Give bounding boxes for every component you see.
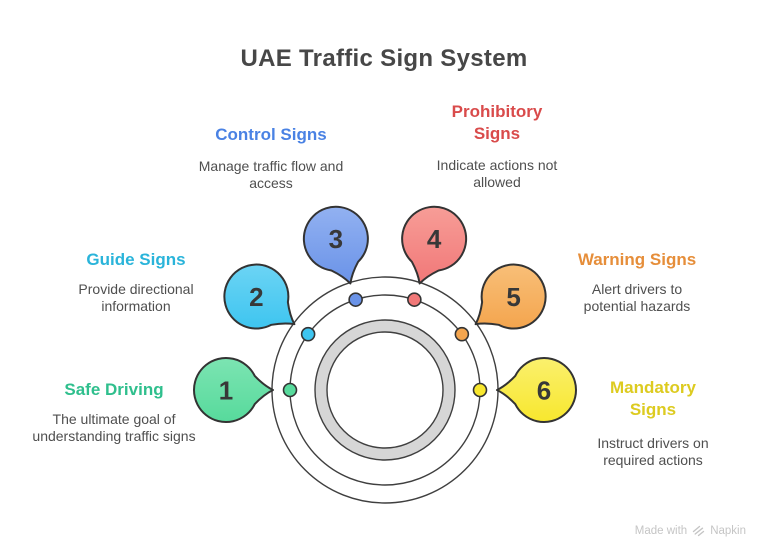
orbit-dot-4 (407, 292, 422, 307)
ring-gray-outline-inner (326, 331, 444, 449)
label-guide-signs: Guide Signs (86, 250, 186, 269)
text-block-safe-driving: Safe Driving The ultimate goal of unders… (14, 379, 214, 445)
desc-control-signs: Manage traffic flow and access (198, 158, 344, 191)
bubble-6 (496, 357, 577, 423)
text-block-control-signs: Control Signs Manage traffic flow and ac… (171, 124, 371, 192)
page-title: UAE Traffic Sign System (240, 45, 528, 72)
bubble-number-1: 1 (219, 375, 233, 405)
ring-outer (271, 276, 499, 504)
bubble-3 (302, 205, 369, 285)
bubble-number-4: 4 (427, 224, 442, 254)
text-block-mandatory-signs: Mandatory Signs Instruct drivers on requ… (553, 377, 753, 469)
orbit-dot-1 (282, 382, 298, 398)
bubble-4 (401, 205, 468, 285)
desc-mandatory-signs: Instruct drivers on required actions (597, 435, 709, 468)
text-block-prohibitory-signs: Prohibitory Signs Indicate actions not a… (397, 101, 597, 191)
orbit-dot-2 (300, 326, 316, 342)
text-block-guide-signs: Guide Signs Provide directional informat… (36, 249, 236, 315)
label-prohibitory-signs: Prohibitory Signs (451, 102, 543, 143)
footer-brand-text: Napkin (710, 524, 746, 537)
bubble-2 (223, 263, 296, 330)
text-block-warning-signs: Warning Signs Alert drivers to potential… (537, 249, 737, 315)
orbit-dot-3 (348, 292, 363, 307)
label-control-signs: Control Signs (215, 125, 327, 144)
bubble-number-2: 2 (249, 282, 263, 312)
bubble-5 (474, 263, 547, 330)
desc-safe-driving: The ultimate goal of understanding traff… (32, 411, 196, 444)
desc-guide-signs: Provide directional information (78, 281, 194, 314)
orbit-dot-6 (472, 382, 488, 398)
footer-made-with-text: Made with (634, 524, 688, 537)
bubble-number-5: 5 (506, 282, 520, 312)
napkin-logo-icon (692, 525, 705, 537)
orbit-dot-5 (454, 326, 470, 342)
ring-gray-outline-outer (314, 319, 456, 461)
label-warning-signs: Warning Signs (577, 250, 697, 269)
made-with-napkin-watermark: Made with Napkin (635, 524, 746, 537)
bubble-number-3: 3 (329, 224, 343, 254)
bubble-number-6: 6 (537, 375, 551, 405)
label-safe-driving: Safe Driving (64, 380, 164, 399)
desc-prohibitory-signs: Indicate actions not allowed (436, 157, 558, 190)
desc-warning-signs: Alert drivers to potential hazards (583, 281, 691, 314)
ring-gray-band (315, 320, 455, 460)
bubble-1 (193, 357, 274, 423)
label-mandatory-signs: Mandatory Signs (610, 378, 696, 419)
